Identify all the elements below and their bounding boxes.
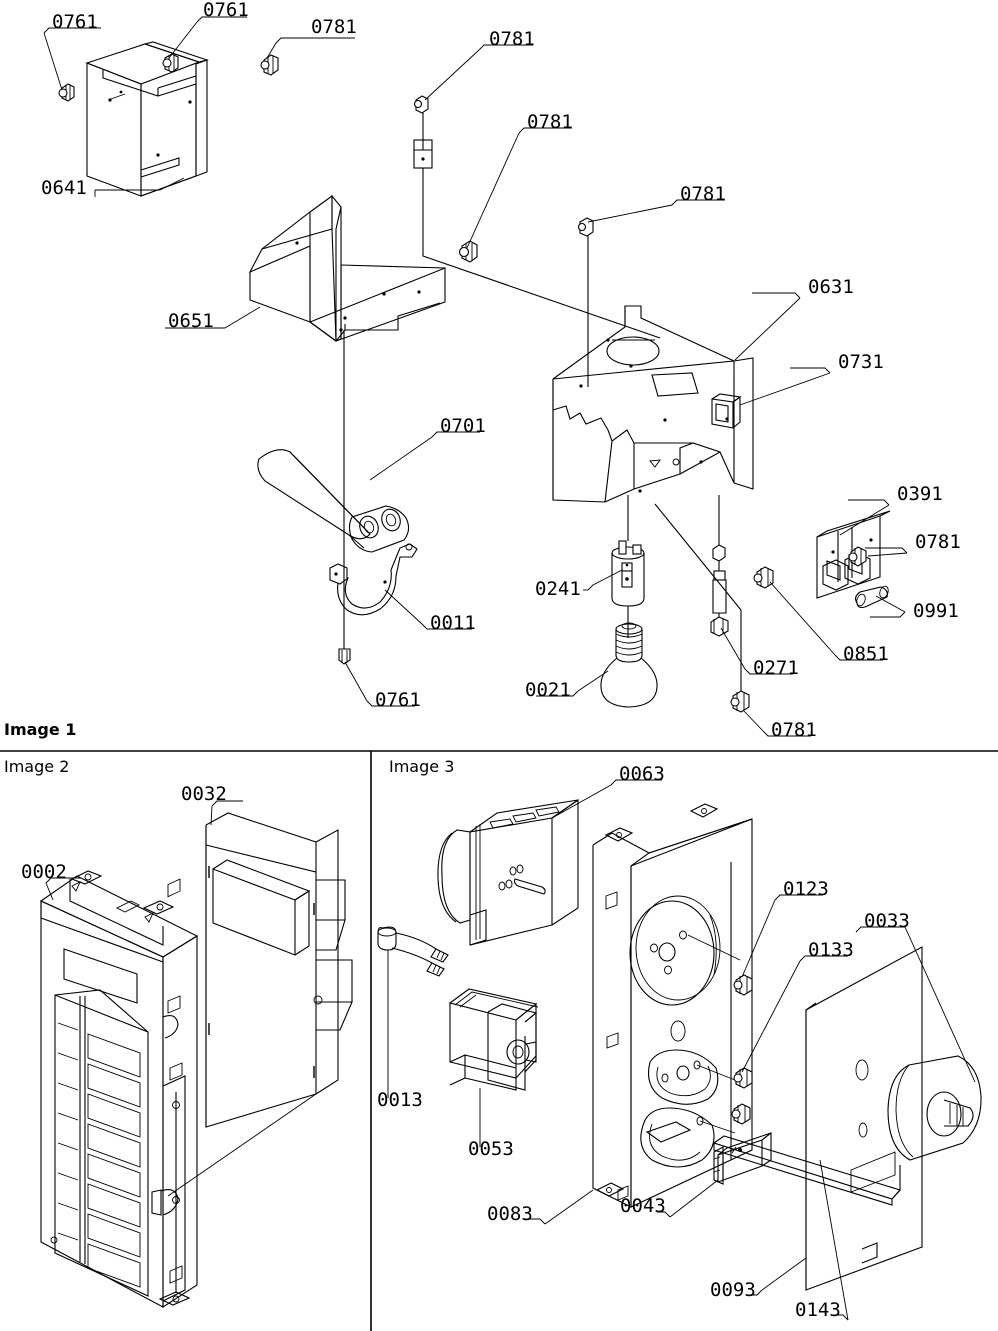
screw-0781-shelf bbox=[458, 240, 478, 263]
part-0143-knob-shaft-lever bbox=[712, 1135, 901, 1206]
callout-0651-c8: 0651 bbox=[168, 310, 214, 332]
callout-0781-c4: 0781 bbox=[489, 28, 535, 50]
panel-title-image2: Image 2 bbox=[4, 757, 69, 776]
panel-title-image1: Image 1 bbox=[4, 720, 76, 739]
part-0021-lamp-bulb bbox=[600, 622, 658, 708]
part-0631-main-chassis bbox=[552, 305, 754, 503]
callout-0271-c18: 0271 bbox=[753, 657, 799, 679]
part-0651-duct-shelf bbox=[248, 194, 446, 342]
part-0063-transformer bbox=[437, 798, 579, 946]
callout-0781-c3: 0781 bbox=[311, 16, 357, 38]
callout-0781-c5: 0781 bbox=[527, 111, 573, 133]
screw-0123 bbox=[733, 974, 753, 996]
part-0241-lamp-socket bbox=[611, 495, 645, 638]
callout-0063-e1: 0063 bbox=[619, 763, 665, 785]
fastener-0761-lower bbox=[338, 330, 351, 665]
keypad-left-column[interactable] bbox=[57, 1022, 79, 1241]
callout-0701-c11: 0701 bbox=[440, 415, 486, 437]
image2-leader-lines bbox=[45, 800, 243, 901]
callout-0761-c1: 0761 bbox=[52, 11, 98, 33]
callout-0133-e4: 0133 bbox=[808, 939, 854, 961]
callout-0011-c15: 0011 bbox=[430, 612, 476, 634]
callout-0083-e7: 0083 bbox=[487, 1203, 533, 1225]
callout-0143-e10: 0143 bbox=[795, 1299, 841, 1321]
keypad-right-column[interactable] bbox=[87, 1033, 141, 1288]
callout-0781-c13: 0781 bbox=[915, 531, 961, 553]
part-0731-interlock-bracket bbox=[711, 393, 742, 429]
part-0271-fuse-holder bbox=[710, 495, 729, 637]
image1-group bbox=[43, 16, 908, 737]
image1-leader-lines bbox=[43, 16, 908, 737]
part-0991-fuse bbox=[854, 585, 889, 609]
callout-0631-c9: 0631 bbox=[808, 276, 854, 298]
callout-0761-c20: 0761 bbox=[375, 689, 421, 711]
callout-0781-c21: 0781 bbox=[771, 719, 817, 741]
part-0701-magnetron bbox=[257, 449, 410, 553]
part-0391-terminal-block bbox=[816, 510, 891, 599]
callout-0032-d2: 0032 bbox=[181, 783, 227, 805]
screw-0761-left bbox=[58, 83, 75, 102]
image3-leader-lines bbox=[387, 779, 976, 1321]
part-0002-control-panel bbox=[39, 870, 199, 1309]
callout-0002-d1: 0002 bbox=[21, 861, 67, 883]
callout-0033-e3: 0033 bbox=[864, 910, 910, 932]
callout-0043-e8: 0043 bbox=[620, 1195, 666, 1217]
callout-0123-e2: 0123 bbox=[783, 878, 829, 900]
part-0053-cooling-fan-motor bbox=[449, 988, 539, 1091]
callout-0781-c6: 0781 bbox=[680, 183, 726, 205]
callout-0021-c19: 0021 bbox=[525, 679, 571, 701]
part-0093-front-escutcheon-panel bbox=[805, 946, 923, 1291]
screw-0781-long-right bbox=[577, 217, 594, 387]
part-0043-switch-block bbox=[713, 1131, 772, 1185]
callout-0851-c17: 0851 bbox=[843, 643, 889, 665]
callout-0391-c12: 0391 bbox=[897, 483, 943, 505]
panel-title-image3: Image 3 bbox=[389, 757, 454, 776]
panel-dividers bbox=[0, 750, 998, 1331]
callout-0093-e9: 0093 bbox=[710, 1279, 756, 1301]
callout-0013-e5: 0013 bbox=[377, 1089, 423, 1111]
image2-group bbox=[39, 800, 353, 1309]
image3-group bbox=[377, 779, 982, 1321]
screw-0781-bottom bbox=[654, 503, 750, 713]
screw-0781-long-top bbox=[413, 95, 661, 339]
part-0011-magnetron-clamp bbox=[329, 543, 418, 616]
callout-0241-c14: 0241 bbox=[535, 578, 581, 600]
part-0033-timer-knob bbox=[887, 1055, 982, 1161]
callout-0641-c7: 0641 bbox=[41, 177, 87, 199]
screw-0781-bracket-right bbox=[260, 54, 279, 76]
part-0032-control-board-cover bbox=[205, 812, 353, 1128]
part-0083-control-mounting-panel bbox=[592, 803, 753, 1208]
callout-labels: 0761 0761 0781 0781 0781 0781 0641 0651 0631 0731… bbox=[21, 0, 961, 1321]
screw-0133-lower bbox=[731, 1103, 751, 1125]
callout-0731-c10: 0731 bbox=[838, 351, 884, 373]
callout-0761-c2: 0761 bbox=[203, 0, 249, 21]
callout-0053-e6: 0053 bbox=[468, 1138, 514, 1160]
part-0851-terminal-connector bbox=[753, 566, 774, 589]
callout-0991-c16: 0991 bbox=[913, 600, 959, 622]
